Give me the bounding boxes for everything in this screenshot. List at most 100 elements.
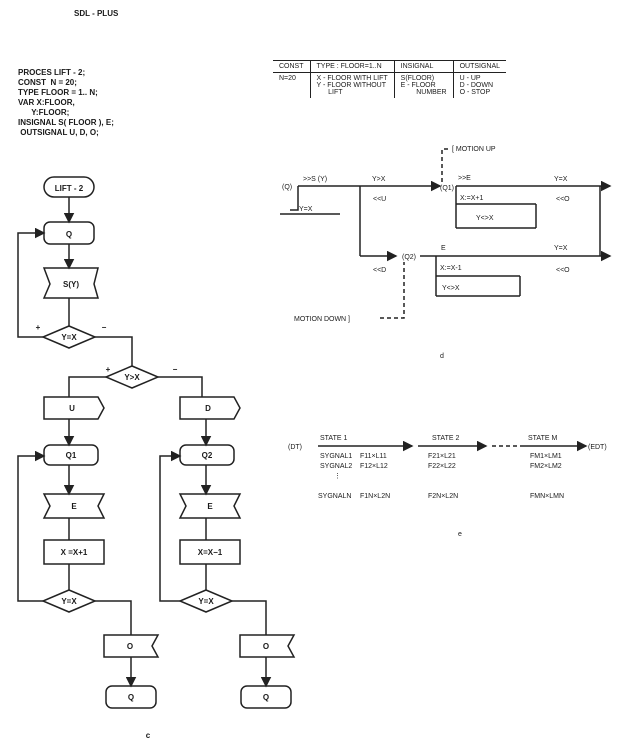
- cell-label: F11×L11: [360, 453, 387, 460]
- start-label: LIFT - 2: [55, 184, 84, 193]
- output-label: U: [69, 404, 75, 413]
- minus-label: −: [173, 365, 178, 374]
- caption-c: c: [146, 731, 151, 740]
- caption-e: e: [458, 531, 462, 538]
- signal-label: SYGNALN: [318, 493, 351, 500]
- sdl-declarations: PROCES LIFT - 2; CONST N = 20; TYPE FLOO…: [18, 68, 114, 138]
- task-x-dec: [179, 539, 241, 565]
- label-motion-down: MOTION DOWN ]: [294, 316, 350, 323]
- label-motion-up: [ MOTION UP: [452, 146, 496, 153]
- output-u: [43, 396, 105, 420]
- decision-right-y-eq-x: [178, 589, 234, 613]
- caption-d: d: [440, 353, 444, 360]
- motion-up-link: [441, 148, 448, 182]
- decision-label: Y=X: [198, 597, 214, 606]
- input-label: S(Y): [63, 280, 79, 289]
- label-ynex: Y<>X: [442, 285, 460, 292]
- decision-y-eq-x: [41, 325, 97, 349]
- code-line: CONST N = 20;: [18, 78, 77, 87]
- label-q2: (Q2): [402, 254, 416, 261]
- label-q: (Q): [282, 184, 292, 191]
- output-label: D: [205, 404, 211, 413]
- task-x-inc: [43, 539, 105, 565]
- cell-label: F1N×L2N: [360, 493, 390, 500]
- output-o-left: [103, 634, 160, 658]
- task-label: X=X−1: [198, 548, 223, 557]
- state-label: Q: [128, 693, 134, 702]
- label-dt: (DT): [288, 444, 302, 451]
- decision-label: Y>X: [124, 373, 140, 382]
- label-lto-up: <<O: [556, 196, 570, 203]
- label-ynex: Y<>X: [476, 215, 494, 222]
- state-label: Q1: [66, 451, 77, 460]
- cell-label: FM1×LM1: [530, 453, 562, 460]
- cell-label: FM2×LM2: [530, 463, 562, 470]
- state-label: STATE 2: [432, 435, 459, 442]
- label-yeqx-up: Y=X: [554, 176, 568, 183]
- label-yeqx: Y=X: [299, 206, 313, 213]
- label-ltu: <<U: [373, 196, 386, 203]
- state-label: Q: [66, 230, 72, 239]
- label-ge: >>E: [458, 175, 471, 182]
- label-ygtx: Y>X: [372, 176, 386, 183]
- task-label: X =X+1: [61, 548, 88, 557]
- definitions-table: CONST TYPE : FLOOR=1..N INSIGNAL OUTSIGN…: [273, 60, 507, 98]
- code-line: VAR X:FLOOR,: [18, 98, 75, 107]
- code-line: PROCES LIFT - 2;: [18, 68, 86, 77]
- cell-label: F21×L21: [428, 453, 456, 460]
- table-cell: N=20: [273, 72, 311, 98]
- output-o-right: [239, 634, 296, 658]
- state-label: Q: [263, 693, 269, 702]
- code-line: INSIGNAL S( FLOOR ), E;: [18, 118, 114, 127]
- label-yeqx-dn: Y=X: [554, 245, 568, 252]
- state-label: Q2: [202, 451, 213, 460]
- input-e-right: [178, 493, 242, 519]
- state-label: STATE 1: [320, 435, 347, 442]
- minus-label: −: [102, 323, 107, 332]
- label-xinc: X:=X+1: [460, 195, 483, 202]
- label-lto-dn: <<O: [556, 267, 570, 274]
- table-header: OUTSIGNAL: [459, 63, 501, 70]
- label-sy: >>S (Y): [303, 176, 327, 183]
- decision-label: Y=X: [61, 333, 77, 342]
- plus-label: +: [106, 365, 111, 374]
- decision-label: Y=X: [61, 597, 77, 606]
- output-label: O: [263, 642, 269, 651]
- decision-left-y-eq-x: [41, 589, 97, 613]
- page-title: SDL - PLUS: [74, 9, 119, 18]
- code-line: TYPE FLOOR = 1.. N;: [18, 88, 98, 97]
- decision-y-gt-x: [104, 365, 160, 389]
- state-q-right-end: [240, 685, 292, 709]
- input-signal-s: [42, 267, 99, 299]
- table-header: INSIGNAL: [394, 60, 454, 73]
- table-header: TYPE : FLOOR=1..N: [310, 60, 395, 73]
- signal-label: SYGNAL1: [320, 453, 352, 460]
- label-xdec: X:=X-1: [440, 265, 462, 272]
- state-label: STATE M: [528, 435, 557, 442]
- motion-down-link: [380, 262, 405, 319]
- table-header: CONST: [273, 60, 311, 73]
- input-label: E: [207, 502, 213, 511]
- output-label: O: [127, 642, 133, 651]
- ellipsis-dot: ⋮: [334, 473, 341, 480]
- label-e: E: [441, 245, 446, 252]
- state-q-left-end: [105, 685, 157, 709]
- code-line: OUTSIGNAL U, D, O;: [18, 128, 99, 137]
- cell-label: F12×L12: [360, 463, 388, 470]
- label-q1: (Q1): [440, 185, 454, 192]
- label-ltd: <<D: [373, 267, 386, 274]
- plus-label: +: [36, 323, 41, 332]
- cell-label: F2N×L2N: [428, 493, 458, 500]
- cell-label: F22×L22: [428, 463, 456, 470]
- table-cell: S(FLOOR)E - FLOOR NUMBER: [394, 72, 454, 98]
- input-e-left: [42, 493, 106, 519]
- label-edt: (EDT): [588, 444, 607, 451]
- output-d: [179, 396, 241, 420]
- code-line: Y:FLOOR;: [18, 108, 70, 117]
- input-label: E: [71, 502, 77, 511]
- cell-label: FMN×LMN: [530, 493, 564, 500]
- signal-label: SYGNAL2: [320, 463, 352, 470]
